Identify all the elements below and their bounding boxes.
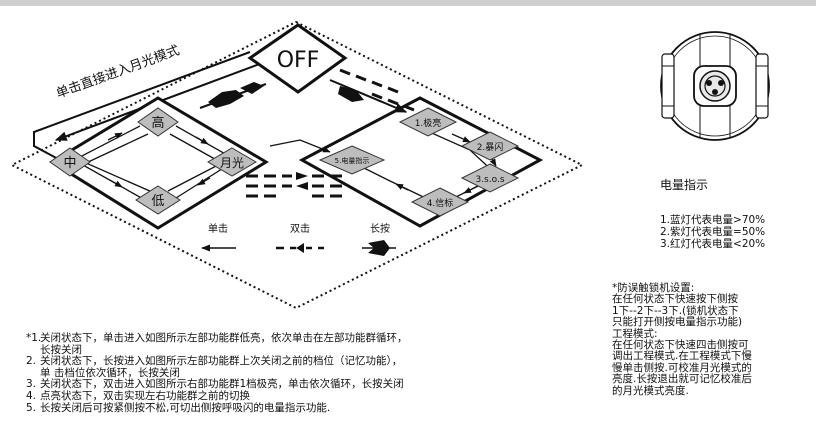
double-click-switch — [246, 174, 342, 198]
double-click-dashes-off — [339, 68, 415, 112]
lock-line: 只能打开侧按电量指示功能) — [612, 316, 743, 329]
lock-line: 调出工程模式.在工程模式下慢 — [612, 350, 752, 363]
note-text: 点亮状态下，双击实现左右功能群之前的切换 — [40, 389, 250, 402]
node-moon — [207, 147, 257, 177]
node-sos — [460, 163, 520, 193]
note-1: *1.关闭状态下，单击进入如图所示左部功能群低亮，依次单击在左部功能群循环， — [26, 332, 626, 345]
lock-line: 慢单击侧按.可校准月光模式的 — [612, 361, 752, 374]
long-press-symbol-left — [208, 90, 244, 108]
long-press-symbol-right — [338, 86, 364, 102]
note-number: 3. — [26, 378, 37, 391]
note-text-cont: 单 击档位依次循环，长按关闭 — [40, 366, 180, 379]
left-arrow-4 — [109, 179, 123, 188]
top-border — [0, 0, 816, 6]
left-arrow-3 — [197, 177, 211, 186]
note-2: 2.关闭状态下，长按进入如图所示左部功能群上次关闭之前的档位（记忆功能）， — [26, 355, 626, 368]
moonlight-direct-label: 单击直接进入月光模式 — [54, 42, 182, 102]
side-button-illustration — [660, 31, 770, 141]
note-5: 5.长按关闭后可按紧侧按不松,可切出侧按呼吸闪的电量指示功能. — [26, 401, 626, 415]
long-press-symbol-left-2 — [240, 82, 264, 94]
battery-level-2: 2.紫灯代表电量=50% — [660, 226, 766, 238]
switch-arrow-right — [296, 172, 308, 180]
lock-line: *防误触锁机设置: — [612, 282, 695, 294]
node-extreme-label: 1.极亮 — [415, 117, 442, 129]
node-moon-label: 月光 — [220, 156, 244, 170]
note-text: 关闭状态下，长按进入如图所示左部功能群上次关闭之前的档位（记忆功能）， — [40, 355, 403, 368]
battery-level-3: 3.红灯代表电量<20% — [660, 238, 766, 250]
node-sos-label: 3.s.o.s — [475, 175, 504, 185]
node-battery-label: 5.电量指示 — [335, 156, 370, 165]
note-number: 5. — [26, 401, 37, 414]
right-arrow-3 — [463, 185, 479, 194]
node-mid-label: 中 — [63, 156, 76, 171]
note-text-cont: 长按关闭 — [40, 343, 82, 356]
node-high — [137, 107, 179, 137]
note-number: 4. — [26, 389, 37, 402]
note-3: 3.关闭状态下，双击进入如图所示右部功能群1档极亮，单击依次循环，长按关闭 — [26, 379, 626, 391]
right-arrow-1 — [451, 133, 471, 143]
legend-long-symbol — [368, 240, 390, 256]
legend-double-arrow — [296, 243, 304, 253]
battery-path — [269, 139, 331, 153]
lock-line: 的月光模式亮度. — [612, 384, 689, 397]
node-burst-label: 2.暴闪 — [477, 142, 504, 153]
node-extreme — [398, 107, 458, 137]
note-text: 长按关闭后可按紧侧按不松,可切出侧按呼吸闪的电量指示功能. — [40, 401, 331, 414]
legend-double-label: 双击 — [290, 223, 310, 235]
note-text: 关闭状态下，单击进入如图所示左部功能群低亮，依次单击在左部功能群循环， — [40, 332, 408, 344]
lock-line: 工程模式: — [612, 327, 658, 340]
node-low — [135, 185, 181, 215]
off-right-line — [329, 79, 408, 113]
left-arrow-2 — [195, 136, 209, 145]
left-arrow-1 — [107, 132, 123, 141]
node-low-label: 低 — [151, 194, 164, 209]
node-beacon — [410, 187, 470, 217]
legend-long-label: 长按 — [370, 222, 390, 235]
usage-notes: *1.关闭状态下，单击进入如图所示左部功能群低亮，依次单击在左部功能群循环， 长… — [26, 332, 626, 415]
lock-line: 亮度.长按退出就可记忆校准后 — [612, 373, 752, 386]
battery-title: 电量指示 — [660, 178, 709, 192]
lock-line: 在任何状态下快速按下侧按 — [612, 293, 738, 306]
legend-single-label: 单击 — [208, 223, 228, 235]
lock-line: 1下--2下--3下.(锁机状态下 — [612, 304, 739, 317]
off-diamond — [247, 23, 348, 94]
node-battery — [318, 145, 386, 175]
battery-level-1: 1.蓝灯代表电量>70% — [660, 214, 766, 226]
switch-arrow-left — [296, 182, 308, 190]
right-arrow-4 — [395, 183, 409, 191]
off-label: OFF — [277, 48, 320, 73]
note-4: 4.点亮状态下，双击实现左右功能群之前的切换 — [26, 389, 626, 403]
moonlight-path — [33, 51, 251, 161]
note-number: *1. — [26, 332, 42, 344]
lock-line: 在任何状态下快速四击侧按可 — [612, 339, 749, 352]
node-mid — [49, 147, 91, 177]
node-beacon-label: 4.信标 — [427, 197, 454, 209]
node-burst — [460, 131, 520, 161]
left-group-diamond — [49, 96, 269, 230]
battery-levels: 1.蓝灯代表电量>70% 2.紫灯代表电量=50% 3.红灯代表电量<20% — [660, 214, 765, 250]
note-text: 关闭状态下，双击进入如图所示右部功能群1档极亮，单击依次循环，长按关闭 — [40, 378, 404, 391]
note-number: 2. — [26, 355, 37, 368]
lock-notes: *防误触锁机设置: 在任何状态下快速按下侧按 1下--2下--3下.(锁机状态下… — [612, 282, 812, 397]
node-high-label: 高 — [151, 115, 164, 131]
